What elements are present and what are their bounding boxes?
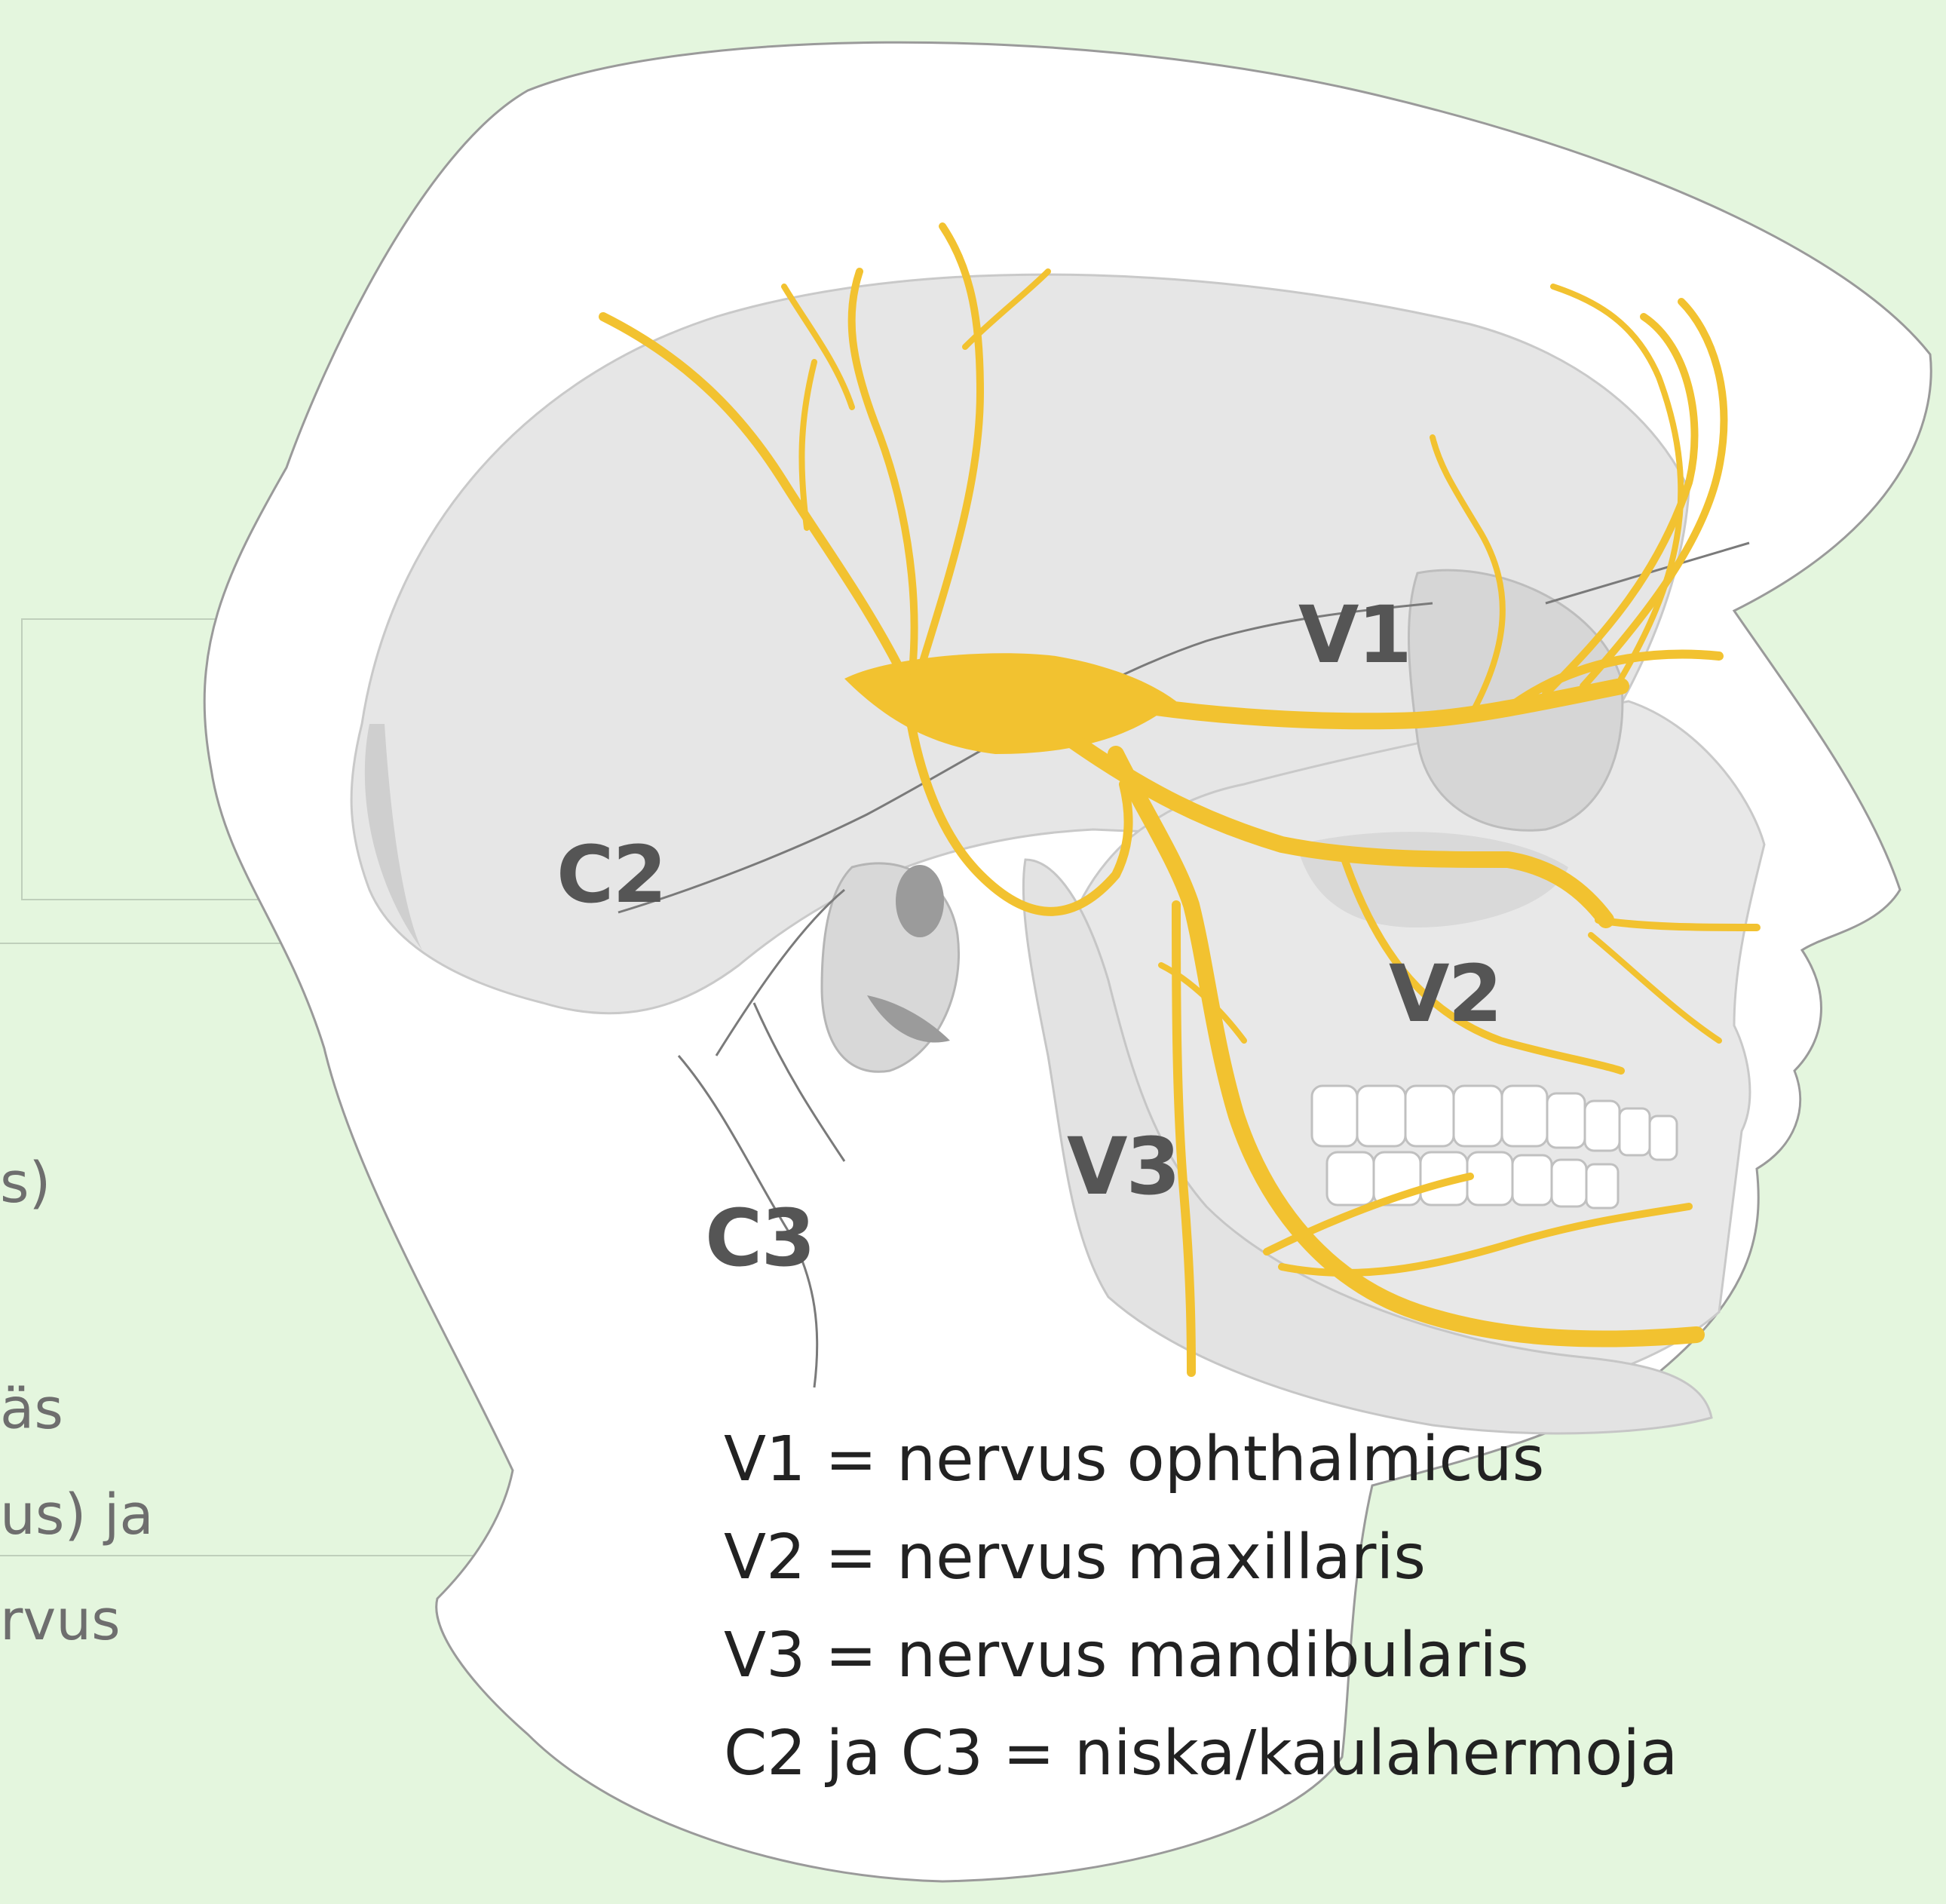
- label-v2: V2: [1389, 955, 1501, 1033]
- label-c3: C3: [705, 1199, 814, 1277]
- label-c2: C2: [556, 835, 666, 914]
- label-v3: V3: [1067, 1127, 1179, 1206]
- legend-line-v3: V3 = nervus mandibularis: [724, 1625, 1529, 1687]
- legend-line-v1: V1 = nervus ophthalmicus: [724, 1429, 1544, 1491]
- legend-line-v2: V2 = nervus maxillaris: [724, 1527, 1426, 1589]
- legend-line-c2-c3: C2 ja C3 = niska/kaulahermoja: [724, 1723, 1678, 1785]
- label-v1: V1: [1298, 596, 1411, 674]
